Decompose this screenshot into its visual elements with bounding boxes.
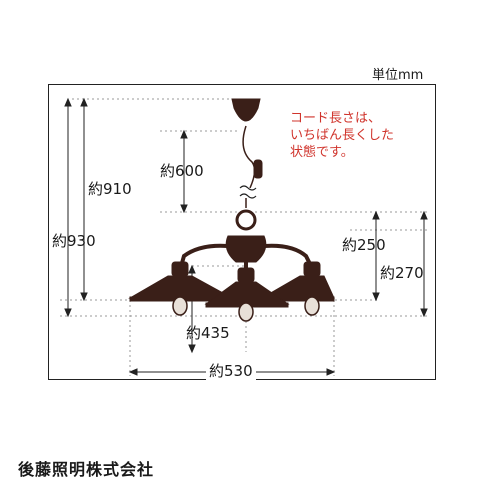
dim-label-435: 約435 (186, 324, 230, 342)
arrow-530-left (128, 368, 138, 376)
arrow-530-right (326, 368, 336, 376)
left-shade (128, 275, 233, 299)
arrow-910-top (80, 97, 88, 107)
right-socket (303, 261, 321, 277)
arrow-435-bottom (188, 344, 196, 354)
dim-label-930: 約930 (52, 232, 96, 250)
cord-length-note: コード長さは、 いちばん長くした 状態です。 (290, 110, 394, 161)
note-line-3: 状態です。 (290, 145, 354, 160)
arrow-270-bottom (420, 308, 428, 318)
arrow-270-top (420, 210, 428, 220)
cord (242, 125, 256, 189)
center-body (225, 235, 267, 263)
ring-hook (235, 209, 257, 231)
arrow-250-bottom (372, 292, 380, 302)
arrow-250-top (372, 210, 380, 220)
canopy (231, 98, 261, 122)
left-bulb (172, 296, 188, 316)
unit-label: 単位mm (372, 68, 424, 83)
dim-label-270: 約270 (380, 264, 424, 282)
note-line-1: コード長さは、 (290, 111, 382, 126)
dim-label-530: 約530 (206, 360, 256, 381)
center-socket (237, 267, 255, 283)
arrow-930-top (64, 97, 72, 107)
dim-label-910: 約910 (88, 180, 132, 198)
cord-adjuster (253, 159, 263, 179)
lamp-drawing (128, 98, 335, 322)
right-arm (263, 243, 314, 269)
arrow-910-bottom (80, 292, 88, 302)
note-line-2: いちばん長くした (290, 128, 395, 143)
right-bulb (304, 296, 320, 316)
dim-label-600: 約600 (160, 162, 204, 180)
center-bulb (238, 302, 254, 322)
left-socket (171, 261, 189, 277)
arrow-435-top (188, 264, 196, 274)
arrow-930-bottom (64, 308, 72, 318)
break-mark (239, 185, 257, 199)
left-arm (178, 243, 229, 271)
arrow-600-bottom (180, 204, 188, 214)
dim-label-250: 約250 (342, 236, 386, 254)
brand-name: 後藤照明株式会社 (18, 460, 155, 479)
arrow-600-top (180, 129, 188, 139)
